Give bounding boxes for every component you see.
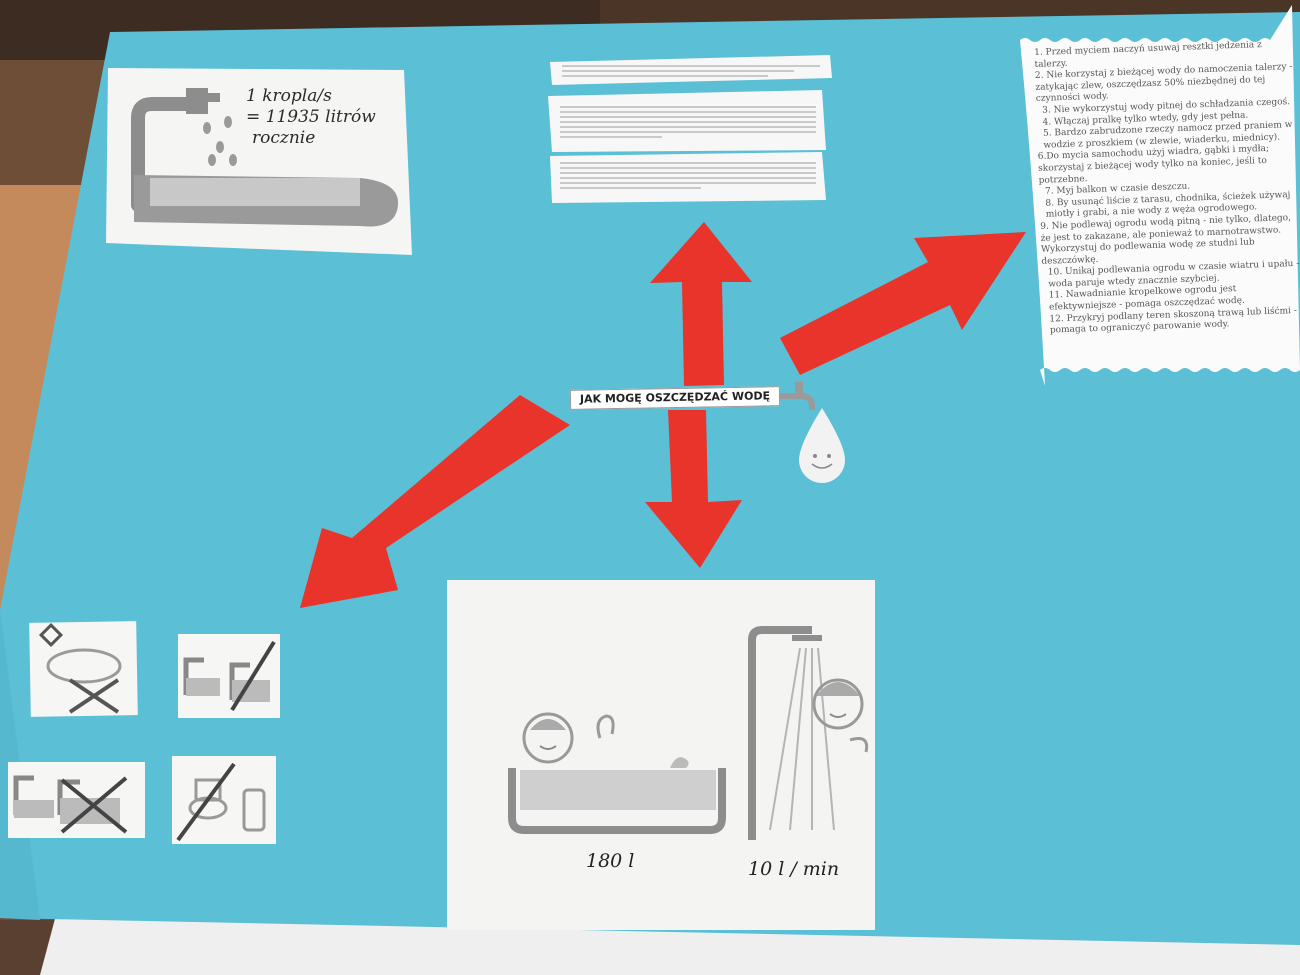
bath-volume-label: 180 l (586, 850, 635, 872)
strip-text-lines-3 (560, 162, 816, 192)
small-card-tap-basin (178, 634, 280, 718)
tap-and-drop-icon (776, 382, 845, 483)
drip-line-1: 1 kropla/s (246, 86, 332, 106)
strip-text-lines-1 (562, 65, 820, 80)
tips-card (1020, 5, 1300, 386)
small-card-car-wash (29, 621, 138, 717)
small-card-tap-sink (8, 762, 145, 838)
strip-text-lines-2 (560, 106, 816, 141)
small-card-toilet (172, 756, 276, 844)
poster-title: JAK MOGĘ OSZCZĘDZAĆ WODĘ (569, 386, 781, 410)
bathtub-icon (508, 712, 726, 834)
drip-line-3: rocznie (252, 128, 316, 148)
red-arrows (300, 222, 1026, 608)
drip-fact-text: 1 kropla/s = 11935 litrów rocznie (246, 86, 406, 149)
tips-list: 1. Przed myciem naczyń usuwaj resztki je… (1034, 39, 1300, 338)
dripping-tap-icon (131, 88, 220, 212)
shower-icon (748, 626, 869, 840)
shower-rate-label: 10 l / min (748, 858, 840, 880)
drip-line-2: = 11935 litrów (246, 107, 376, 127)
